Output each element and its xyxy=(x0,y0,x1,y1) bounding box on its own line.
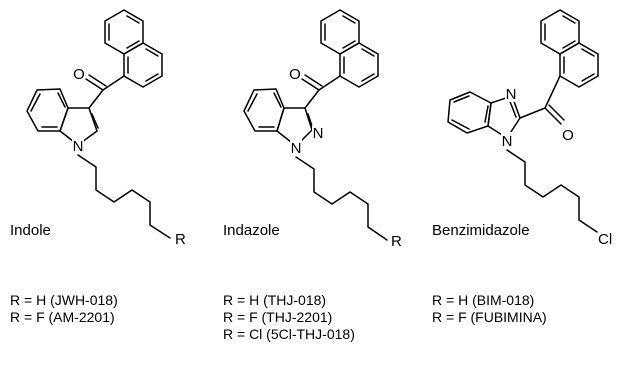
indazole-variant-line: R = Cl (5Cl-THJ-018) xyxy=(223,326,355,342)
indole-carbonyl-group: O xyxy=(73,66,125,109)
indole-variant-line: R = H (JWH-018) xyxy=(10,292,118,308)
benzimidazole-n3-atom: N xyxy=(506,86,517,103)
indazole-n2-atom: N xyxy=(313,125,324,142)
benzimidazole-variant-line: R = H (BIM-018) xyxy=(432,292,534,308)
indole-ring-system: N xyxy=(26,88,99,155)
indole-alkyl-chain: R xyxy=(77,154,186,248)
indazole-r-group-label: R xyxy=(391,233,402,250)
benzimidazole-ring-system: N N xyxy=(447,86,521,150)
benzimidazole-scaffold-name: Benzimidazole xyxy=(432,222,530,239)
indole-oxygen-atom: O xyxy=(73,66,85,83)
indole-naphthyl-group xyxy=(104,9,163,88)
indole-variant-line: R = F (AM-2201) xyxy=(10,309,115,325)
benzimidazole-naphthyl-group xyxy=(540,9,599,88)
indole-structure: O N R Indole R = H (JWH-018) R = F (AM-2… xyxy=(10,9,186,325)
indazole-n1-atom: N xyxy=(291,140,302,157)
indazole-structure: O N N R Indazole R = H (THJ-018) R = F (… xyxy=(223,9,402,342)
indazole-oxygen-atom: O xyxy=(289,66,301,83)
benzimidazole-carbonyl-group: O xyxy=(519,75,574,144)
benzimidazole-cl-group-label: Cl xyxy=(598,231,612,248)
indazole-carbonyl-group: O xyxy=(289,66,341,109)
indazole-scaffold-name: Indazole xyxy=(223,222,280,239)
indazole-variant-line: R = F (THJ-2201) xyxy=(223,309,332,325)
benzimidazole-n1-atom: N xyxy=(502,133,513,150)
benzimidazole-structure: O N N Cl Benzimidazole R = H (BIM-018) R… xyxy=(432,9,612,325)
indole-scaffold-name: Indole xyxy=(10,222,51,239)
indazole-ring-system: N N xyxy=(243,88,324,157)
indazole-variant-line: R = H (THJ-018) xyxy=(223,292,326,308)
indole-nitrogen-atom: N xyxy=(73,138,84,155)
benzimidazole-variant-line: R = F (FUBIMINA) xyxy=(432,309,547,325)
indole-r-group-label: R xyxy=(175,231,186,248)
indazole-naphthyl-group xyxy=(320,9,379,88)
indazole-alkyl-chain: R xyxy=(295,156,402,250)
benzimidazole-alkyl-chain: Cl xyxy=(506,149,612,248)
benzimidazole-oxygen-atom: O xyxy=(562,127,574,144)
